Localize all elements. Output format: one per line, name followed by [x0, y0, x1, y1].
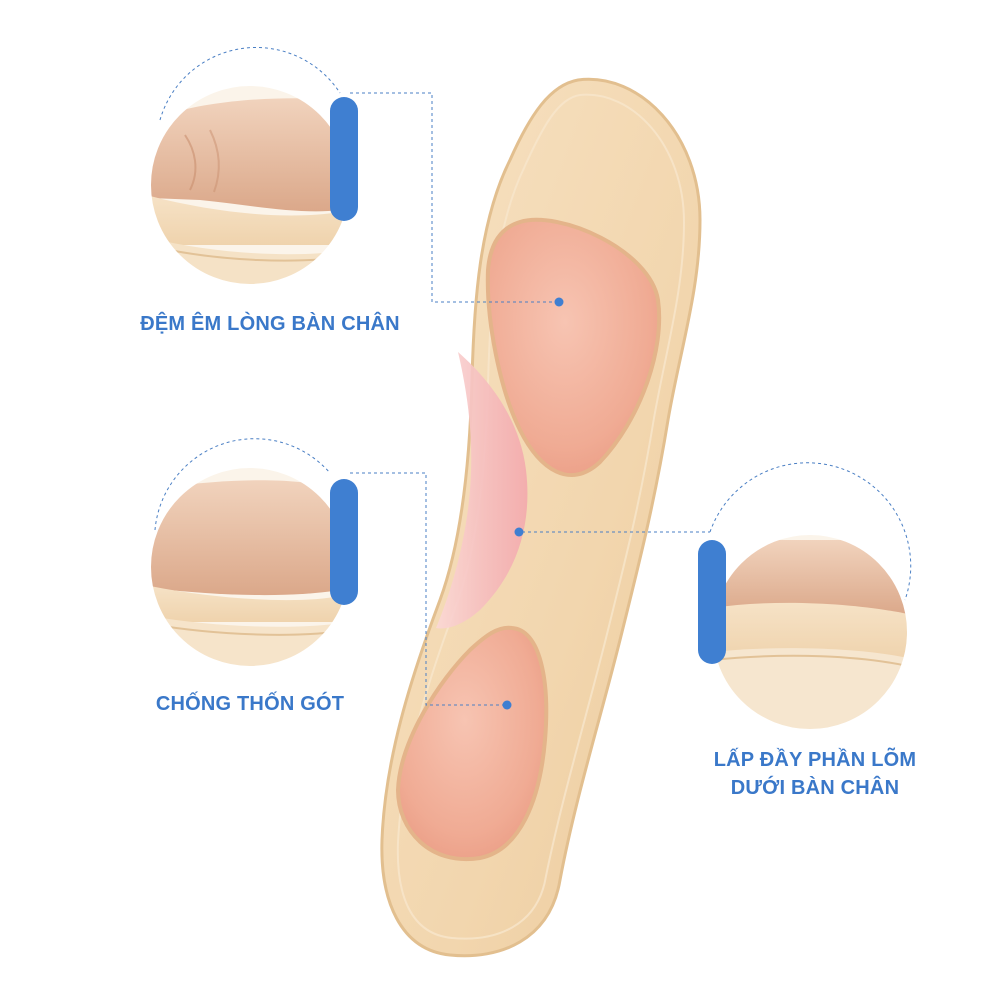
- heel-accent-bar: [330, 479, 358, 605]
- connector-cushion: [350, 92, 556, 303]
- caption-arch-line2: DƯỚI BÀN CHÂN: [730, 777, 900, 799]
- insole-inner-rim: [396, 93, 686, 940]
- forefoot-gel-pad: [485, 217, 662, 478]
- arch-accent-bar: [698, 540, 726, 664]
- dot-arch: [514, 527, 524, 537]
- insole: [380, 77, 702, 958]
- caption-heel: CHỐNG THỐN GÓT: [155, 693, 345, 715]
- connector-heel: [350, 472, 504, 706]
- dot-heel: [502, 700, 512, 710]
- connector-dots: [502, 297, 564, 710]
- caption-arch-line1: LẤP ĐẦY PHẦN LÕM: [713, 749, 917, 771]
- cushion-accent-bar: [330, 97, 358, 221]
- caption-cushion: ĐỆM ÊM LÒNG BÀN CHÂN: [140, 313, 400, 335]
- connector-arc-right: [709, 462, 912, 601]
- heel-support-photo: [149, 466, 358, 668]
- arch-insert: [436, 352, 528, 629]
- connectors: [154, 46, 912, 706]
- connector-arc-top: [159, 46, 341, 121]
- connector-arc-mid: [154, 438, 331, 531]
- heel-gel-pad: [395, 625, 549, 862]
- forefoot-cushion-photo: [149, 84, 358, 286]
- dot-cushion: [554, 297, 564, 307]
- caption-arch: LẤP ĐẦY PHẦN LÕM DƯỚI BÀN CHÂN: [650, 746, 980, 802]
- arch-support-photo: [698, 533, 909, 731]
